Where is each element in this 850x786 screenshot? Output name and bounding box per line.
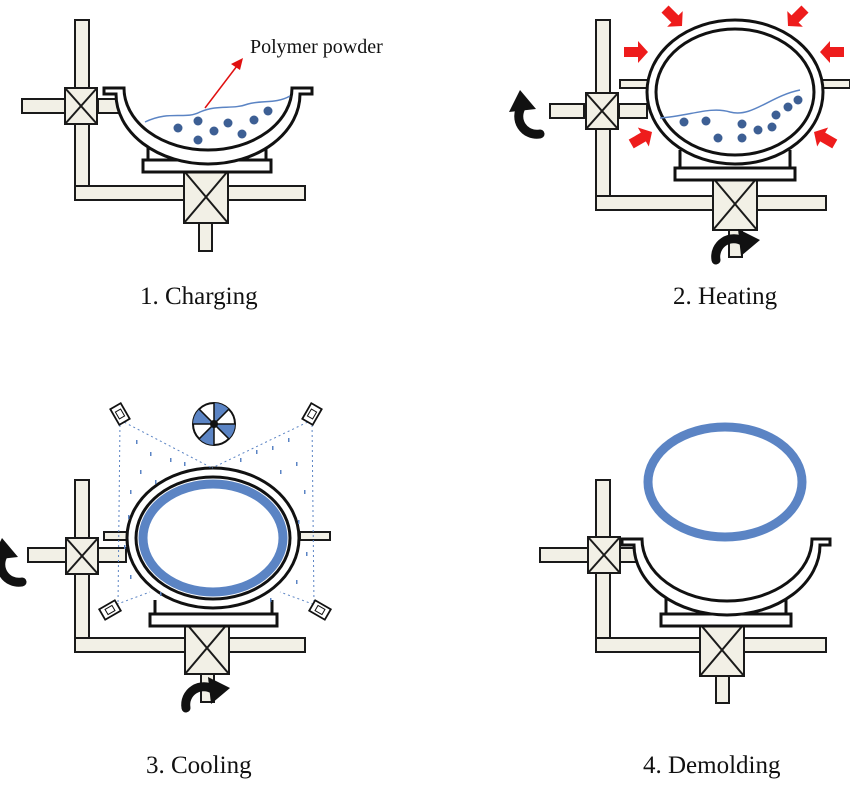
panel-charging: Polymer powder <box>21 19 383 252</box>
bearing-box-icon <box>64 87 98 125</box>
bearing-box-icon <box>712 177 758 231</box>
formed-part <box>138 479 288 597</box>
mist-spray <box>111 419 319 607</box>
panel-heating <box>509 1 850 260</box>
bearing-box-icon <box>183 170 229 224</box>
heat-arrow-icon <box>657 1 690 34</box>
bearing-box-icon <box>587 536 621 574</box>
mold-pin <box>819 79 850 89</box>
bearing-box-icon <box>585 92 619 130</box>
caption-demolding: 4. Demolding <box>643 752 781 779</box>
nozzle-icon <box>98 599 122 621</box>
fan-icon <box>192 402 236 446</box>
bearing-box-icon <box>65 537 99 575</box>
nozzle-icon <box>308 599 332 621</box>
horizontal-shaft <box>539 547 589 563</box>
caption-cooling: 3. Cooling <box>146 752 252 779</box>
horizontal-shaft <box>27 547 67 563</box>
rotation-arrow-icon <box>509 90 540 134</box>
open-mold <box>620 537 832 617</box>
panel-cooling <box>0 402 332 708</box>
molded-part <box>643 422 807 542</box>
horizontal-frame <box>595 195 827 211</box>
heat-arrow-icon <box>625 122 658 154</box>
rotation-arrow-icon <box>0 538 22 582</box>
caption-charging: 1. Charging <box>140 283 258 310</box>
powder-particles <box>679 95 803 143</box>
mold-pin <box>619 79 651 89</box>
heat-arrow-icon <box>820 41 844 63</box>
heat-arrow-icon <box>780 1 813 34</box>
powder-annotation: Polymer powder <box>250 36 383 58</box>
mold-pin <box>299 531 331 541</box>
bearing-box-icon <box>699 623 745 677</box>
mist-droplets <box>124 438 308 602</box>
shaft-connector <box>618 103 648 119</box>
nozzle-icon <box>301 402 323 426</box>
bearing-box-icon <box>184 621 230 675</box>
horizontal-shaft <box>549 103 585 119</box>
caption-heating: 2. Heating <box>673 283 778 310</box>
vertical-shaft <box>715 672 730 704</box>
panel-demolding <box>539 422 832 704</box>
open-mold <box>102 86 314 166</box>
heat-arrow-icon <box>624 41 648 63</box>
nozzle-icon <box>109 402 131 426</box>
powder-particles <box>173 106 273 145</box>
shaft-connector <box>95 547 127 563</box>
horizontal-shaft <box>21 98 69 114</box>
